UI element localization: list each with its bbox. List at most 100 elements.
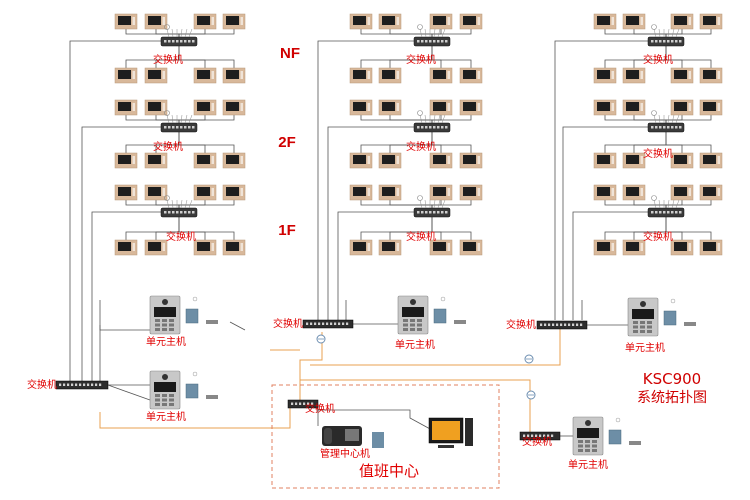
switch-port — [425, 126, 428, 129]
switch-port — [164, 126, 167, 129]
switch-port — [417, 211, 420, 214]
monitor-keys — [611, 156, 614, 164]
keypad-key — [417, 328, 422, 331]
switch-port — [441, 211, 444, 214]
monitor-screen — [118, 242, 131, 251]
keypad-key — [403, 323, 408, 327]
router-icon — [164, 195, 170, 201]
keypad-key — [578, 444, 583, 448]
monitor-screen — [463, 102, 476, 111]
monitor-screen — [703, 242, 716, 251]
monitor-keys — [717, 156, 720, 164]
monitor-keys — [477, 71, 480, 79]
monitor-screen — [118, 70, 131, 79]
monitor-screen — [382, 242, 395, 251]
switch-cable — [184, 199, 188, 209]
switch-label: 交换机 — [506, 318, 536, 331]
monitor-keys — [688, 188, 691, 196]
switch-label: 交换机 — [406, 230, 436, 243]
monitor-keys — [367, 71, 370, 79]
monitor-screen — [674, 70, 687, 79]
indoor-monitor — [114, 184, 138, 201]
switch-port — [83, 383, 86, 386]
cable — [431, 46, 472, 68]
monitor-screen — [118, 155, 131, 164]
monitor-keys — [396, 17, 399, 25]
monitor-screen — [674, 16, 687, 25]
main-switch — [55, 380, 109, 390]
switch-port — [184, 40, 187, 43]
switch-cable — [675, 114, 680, 124]
monitor-screen — [674, 187, 687, 196]
switch-port — [655, 40, 658, 43]
monitor-keys — [611, 243, 614, 251]
indoor-monitor — [429, 239, 453, 256]
station-screen — [402, 307, 424, 317]
switch-port — [180, 40, 183, 43]
power-supply — [185, 308, 199, 324]
monitor-keys — [447, 103, 450, 111]
monitor-screen — [433, 242, 446, 251]
indoor-monitor — [699, 239, 723, 256]
monitor-keys — [688, 243, 691, 251]
keypad-key — [633, 321, 638, 324]
switch-body — [160, 122, 198, 133]
cable — [604, 29, 667, 37]
monitor-screen — [463, 242, 476, 251]
monitor-screen — [148, 242, 161, 251]
monitor-screen — [703, 16, 716, 25]
monitor-keys — [640, 188, 643, 196]
switch-port — [291, 402, 294, 405]
monitor-screen — [674, 155, 687, 164]
indoor-monitor — [622, 184, 646, 201]
monitor-keys — [640, 71, 643, 79]
switch-port — [192, 211, 195, 214]
computer — [428, 417, 473, 448]
cable — [91, 211, 161, 300]
switch-port — [95, 383, 98, 386]
switch-port — [176, 126, 179, 129]
indoor-monitor — [114, 99, 138, 116]
switch-cable — [419, 199, 423, 209]
switch-port — [417, 126, 420, 129]
switch-port — [425, 40, 428, 43]
unit-door-station — [572, 416, 641, 456]
monitor-screen — [118, 16, 131, 25]
monitor-keys — [367, 17, 370, 25]
switch-cable — [667, 28, 670, 38]
switch-port — [540, 323, 543, 326]
door-lock — [454, 320, 466, 324]
indoor-monitor — [670, 99, 694, 116]
cable — [665, 200, 712, 208]
keypad-key — [585, 449, 590, 452]
monitor-keys — [717, 103, 720, 111]
floor-label-nf: NF — [280, 45, 300, 62]
switch-port — [91, 383, 94, 386]
monitor-keys — [717, 188, 720, 196]
keypad-key — [169, 323, 174, 327]
switch-body — [160, 207, 198, 218]
monitor-screen — [674, 242, 687, 251]
switch-port — [548, 323, 551, 326]
switch-port — [346, 322, 349, 325]
switch-port — [188, 211, 191, 214]
switch-cable — [171, 28, 174, 38]
switch-port — [445, 211, 448, 214]
monitor-keys — [477, 103, 480, 111]
switch-port — [671, 40, 674, 43]
monitor-screen — [353, 187, 366, 196]
indoor-monitor — [193, 13, 217, 30]
switch-port — [441, 40, 444, 43]
keypad-key — [647, 321, 652, 324]
switch-port — [330, 322, 333, 325]
indoor-monitor — [670, 184, 694, 201]
monitor-screen — [382, 155, 395, 164]
indoor-monitor — [459, 67, 483, 84]
indoor-monitor — [222, 152, 246, 169]
keypad-key — [647, 330, 652, 333]
monitor-keys — [688, 103, 691, 111]
monitor-screen — [703, 102, 716, 111]
monitor-keys — [211, 243, 214, 251]
power-supply — [433, 308, 447, 324]
unit-door-station — [627, 297, 696, 337]
